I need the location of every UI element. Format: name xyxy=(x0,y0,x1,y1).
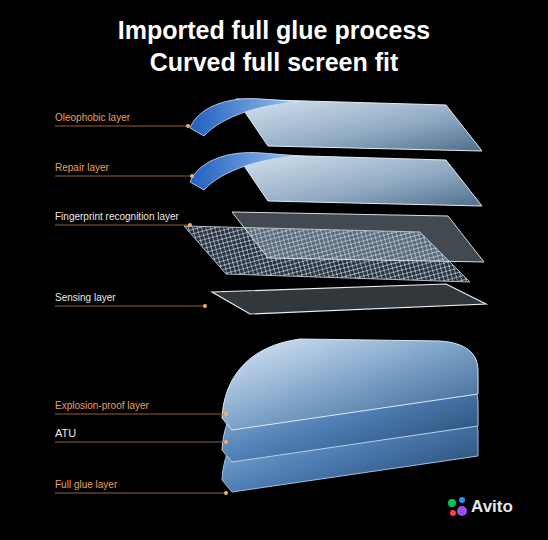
leader-line xyxy=(55,176,192,177)
layer-label: Repair layer xyxy=(55,162,109,173)
sensing-glass xyxy=(212,284,486,314)
layer-label: Fingerprint recognition layer xyxy=(55,211,179,222)
page-title: Imported full glue process Curved full s… xyxy=(74,14,474,78)
leader-line xyxy=(55,414,226,415)
layer-label: Oleophobic layer xyxy=(55,112,130,123)
oleophobic-peel xyxy=(190,99,300,136)
oleophobic-plate xyxy=(236,99,482,151)
leader-line xyxy=(55,493,226,494)
leader-dot xyxy=(224,440,228,444)
leader-line xyxy=(55,442,226,443)
leader-dot xyxy=(203,304,207,308)
fingerprint-glass xyxy=(232,212,484,262)
curved-panel xyxy=(222,339,478,430)
logo-dot xyxy=(448,499,456,507)
layer-label: Explosion-proof layer xyxy=(55,400,149,411)
logo-dot xyxy=(459,497,465,503)
leader-dot xyxy=(188,223,192,227)
watermark: Avito xyxy=(471,497,513,517)
layer-label: Sensing layer xyxy=(55,292,116,303)
repair-plate xyxy=(236,154,482,206)
leader-dot xyxy=(190,174,194,178)
leader-lines xyxy=(55,124,228,495)
explosion-proof-layer-shape xyxy=(222,339,478,430)
leader-line xyxy=(55,225,190,226)
leader-line xyxy=(55,306,205,307)
leader-dot xyxy=(186,124,190,128)
watermark-logo xyxy=(448,497,467,516)
layer-label: Full glue layer xyxy=(55,479,117,490)
leader-line xyxy=(55,126,188,127)
layer-label: ATU xyxy=(55,427,76,439)
leader-dot xyxy=(224,412,228,416)
leader-dot xyxy=(224,491,228,495)
logo-dot xyxy=(457,506,467,516)
repair-peel xyxy=(190,153,300,190)
logo-dot xyxy=(450,510,456,516)
